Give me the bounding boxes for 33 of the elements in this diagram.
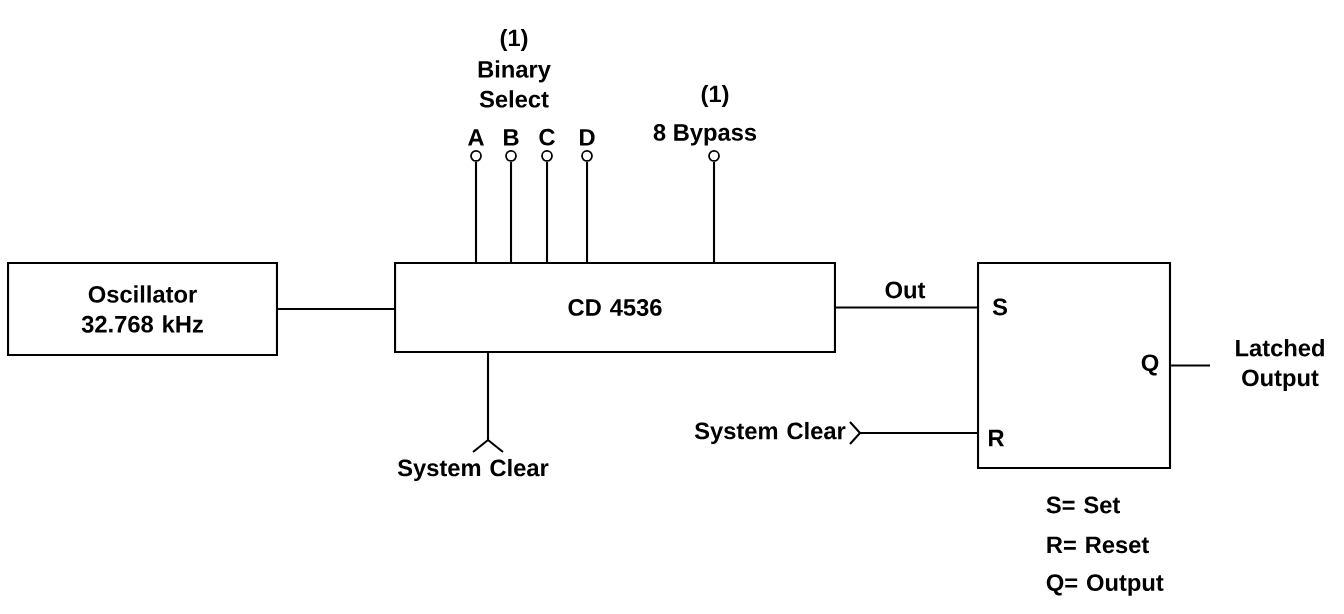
- flip-flop-box: S Q R: [976, 261, 1172, 470]
- node-label: C: [539, 128, 555, 146]
- group-label: Binary Select: [478, 60, 551, 108]
- signal-label: Latched Output: [1236, 339, 1324, 391]
- wire: [471, 352, 505, 454]
- note-text: Q= Output: [1046, 574, 1164, 596]
- wire: [585, 161, 589, 262]
- wire: [545, 161, 549, 262]
- footnote-mark: (1): [500, 28, 528, 52]
- node-label: A: [468, 129, 484, 146]
- wire: [278, 307, 394, 311]
- pin-terminal: 8 Bypass: [653, 124, 757, 162]
- wire: [1171, 364, 1210, 367]
- node-label: D: [580, 129, 595, 146]
- wire: [836, 306, 977, 309]
- wire: [848, 420, 979, 446]
- block-box: CD 4536: [394, 261, 837, 354]
- wire: [712, 161, 716, 262]
- signal-label: System Clear: [397, 458, 549, 482]
- pin-terminal: A: [468, 129, 484, 162]
- block-box: Oscillator 32.768 kHz: [7, 261, 279, 357]
- note-text: S= Set: [1046, 496, 1120, 514]
- edge-label: Out: [882, 279, 928, 301]
- pin-terminal: B: [504, 129, 519, 162]
- wire: [474, 161, 478, 262]
- pin-terminal: C: [539, 128, 555, 162]
- wire: [509, 161, 513, 262]
- footnote-mark: (1): [701, 84, 729, 108]
- node-label: B: [504, 129, 519, 146]
- node-label: 8 Bypass: [653, 124, 757, 146]
- pin-terminal: D: [580, 129, 595, 162]
- signal-label: System Clear: [694, 421, 846, 445]
- note-text: R= Reset: [1047, 536, 1149, 554]
